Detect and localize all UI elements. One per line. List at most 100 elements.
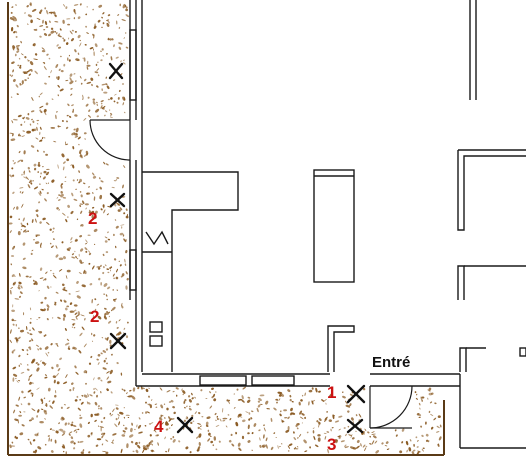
gravel-speck [314, 444, 319, 448]
gravel-speck [112, 289, 114, 291]
gravel-speck [71, 29, 74, 32]
gravel-speck [76, 218, 79, 221]
gravel-speck [109, 339, 112, 344]
gravel-speck [259, 437, 261, 441]
gravel-speck [439, 424, 442, 428]
gravel-speck [434, 402, 437, 405]
gravel-speck [106, 23, 110, 27]
gravel-speck [45, 26, 49, 28]
gravel-speck [26, 5, 29, 8]
gravel-speck [44, 346, 49, 350]
gravel-speck [83, 394, 88, 398]
gravel-speck [75, 371, 79, 375]
gravel-speck [50, 438, 53, 442]
gravel-speck [18, 281, 22, 285]
gravel-speck [39, 221, 42, 224]
gravel-speck [287, 426, 290, 431]
gravel-speck [16, 380, 19, 383]
gravel-speck [14, 53, 17, 57]
gravel-speck [102, 450, 107, 453]
gravel-speck [70, 164, 72, 166]
gravel-speck [80, 210, 83, 214]
gravel-speck [100, 50, 102, 53]
gravel-speck [433, 417, 437, 421]
gravel-speck [63, 286, 66, 289]
gravel-speck [18, 295, 22, 298]
gravel-speck [188, 399, 192, 403]
gravel-speck [57, 164, 59, 169]
gravel-speck [431, 426, 434, 430]
gravel-speck [201, 415, 204, 418]
gravel-speck [215, 424, 220, 427]
gravel-speck [215, 419, 217, 421]
gravel-speck [115, 56, 119, 59]
gravel-speck [73, 128, 76, 131]
gravel-speck [31, 97, 34, 101]
gravel-speck [55, 390, 57, 394]
gravel-speck [15, 84, 19, 88]
gravel-speck [229, 418, 232, 421]
gravel-speck [39, 35, 42, 38]
gravel-speck [48, 437, 50, 442]
gravel-speck [159, 416, 162, 419]
gravel-speck [250, 417, 253, 420]
gravel-speck [369, 435, 371, 438]
gravel-speck [87, 393, 89, 397]
gravel-speck [15, 45, 19, 49]
gravel-speck [92, 172, 95, 176]
gravel-speck [360, 443, 362, 447]
gravel-speck [87, 402, 91, 405]
gravel-speck [23, 229, 27, 233]
gravel-speck [28, 73, 32, 76]
gravel-speck [50, 30, 55, 34]
gravel-speck [384, 445, 388, 447]
gravel-speck [82, 98, 84, 100]
gravel-speck [57, 84, 60, 88]
gravel-speck [94, 298, 97, 301]
gravel-speck [66, 18, 71, 20]
gravel-speck [97, 267, 101, 270]
gravel-speck [13, 409, 16, 414]
gravel-speck [416, 446, 419, 448]
gravel-speck [435, 431, 440, 433]
gravel-speck [61, 433, 65, 436]
gravel-speck [18, 364, 21, 367]
gravel-speck [74, 12, 77, 15]
gravel-speck [15, 404, 19, 407]
gravel-speck [12, 133, 14, 137]
gravel-speck [438, 436, 442, 441]
gravel-speck [70, 93, 73, 96]
gravel-speck [144, 425, 147, 427]
gravel-speck [59, 428, 64, 432]
gravel-speck [21, 173, 23, 176]
gravel-speck [23, 150, 26, 155]
gravel-speck [93, 334, 96, 337]
gravel-speck [108, 320, 112, 324]
gravel-speck [189, 451, 192, 454]
gravel-speck [91, 340, 94, 342]
gravel-speck [18, 272, 21, 277]
gravel-speck [100, 281, 102, 286]
gravel-speck [23, 396, 27, 399]
gravel-speck [96, 103, 99, 107]
gravel-speck [77, 441, 80, 443]
gravel-speck [94, 43, 98, 48]
gravel-speck [23, 170, 25, 176]
gravel-speck [72, 387, 75, 390]
gravel-speck [186, 416, 189, 419]
gravel-speck [27, 184, 31, 189]
gravel-speck [36, 367, 40, 372]
gravel-speck [278, 446, 281, 448]
gravel-speck [29, 2, 33, 7]
gravel-speck [23, 71, 26, 74]
gravel-speck [38, 95, 41, 98]
gravel-speck [395, 434, 398, 437]
x-mark-icon [346, 418, 364, 434]
gravel-speck [121, 305, 124, 309]
gravel-speck [134, 428, 136, 431]
gravel-speck [28, 378, 30, 381]
gravel-speck [12, 160, 15, 162]
gravel-speck [44, 334, 47, 337]
gravel-speck [64, 300, 67, 303]
gravel-speck [40, 246, 42, 248]
